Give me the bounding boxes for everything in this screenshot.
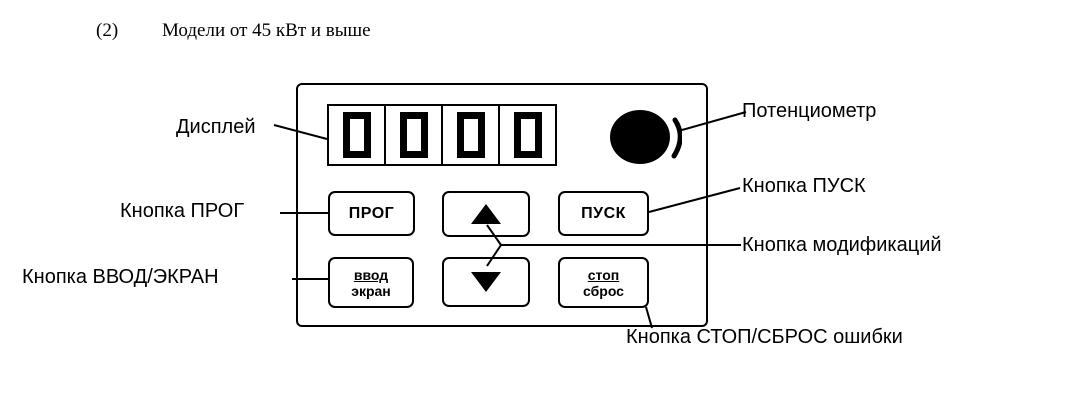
display-digit	[329, 106, 386, 164]
callout-pusk: Кнопка ПУСК	[742, 175, 866, 197]
digit-zero-icon	[456, 112, 485, 158]
stop-label: стоп	[587, 266, 620, 283]
sbros-label: сброс	[583, 282, 624, 299]
arrow-down-icon	[471, 272, 501, 292]
heading-text: Модели от 45 кВт и выше	[162, 20, 371, 41]
digit-zero-icon	[342, 112, 371, 158]
ekran-label: экран	[351, 282, 391, 299]
callout-vvod-ekran: Кнопка ВВОД/ЭКРАН	[22, 266, 219, 288]
pusk-button[interactable]: ПУСК	[558, 191, 649, 236]
heading-number: (2)	[96, 20, 119, 41]
digit-zero-icon	[513, 112, 542, 158]
seven-segment-display	[327, 104, 557, 166]
down-arrow-button[interactable]	[442, 257, 530, 307]
stop-sbros-button[interactable]: стоп сброс	[558, 257, 649, 308]
display-digit	[500, 106, 555, 164]
callout-prog: Кнопка ПРОГ	[120, 200, 245, 222]
vvod-ekran-button[interactable]: ввод экран	[328, 257, 414, 308]
arrow-up-icon	[471, 204, 501, 224]
up-arrow-button[interactable]	[442, 191, 530, 237]
prog-button[interactable]: ПРОГ	[328, 191, 415, 236]
callout-potentiometer: Потенциометр	[742, 100, 877, 122]
callout-display: Дисплей	[176, 116, 256, 138]
digit-zero-icon	[399, 112, 428, 158]
pusk-button-label: ПУСК	[581, 204, 626, 222]
prog-button-label: ПРОГ	[348, 204, 395, 222]
callout-stop-sbros: Кнопка СТОП/СБРОС ошибки	[626, 326, 903, 348]
display-digit	[443, 106, 500, 164]
potentiometer-knob-icon[interactable]	[608, 108, 682, 166]
display-digit	[386, 106, 443, 164]
vvod-label: ввод	[353, 266, 389, 283]
callout-modify: Кнопка модификаций	[742, 234, 942, 256]
